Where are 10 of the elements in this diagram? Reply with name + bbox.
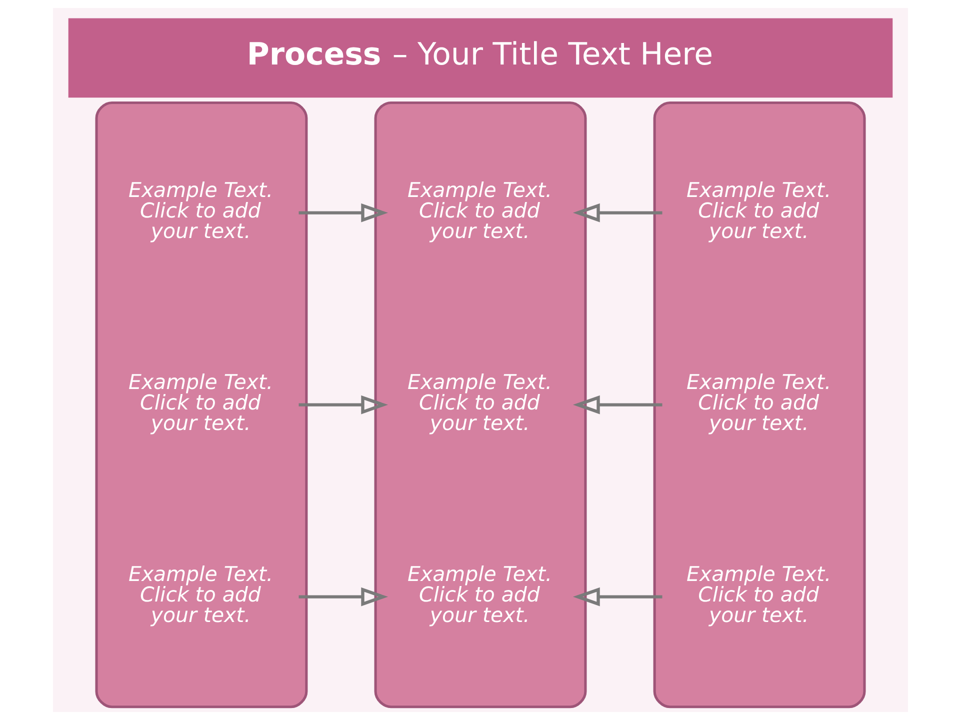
arrow [298, 395, 388, 414]
arrow [572, 203, 662, 222]
arrow [572, 395, 662, 414]
diagram-title: Process – Your Title Text Here [246, 36, 712, 73]
arrow [298, 203, 388, 222]
node-box: Example Text. Click to add your text. Example Text. Click to add your text. Example Text. Click to add your text. [652, 101, 866, 708]
arrow [298, 587, 388, 606]
node-box: Example Text. Click to add your text. Example Text. Click to add your text. Example Text. Click to add your text. [374, 101, 586, 708]
node-box: Example Text. Click to add your text. Example Text. Click to add your text. Example Text. Click to add your text. [94, 101, 308, 708]
arrow [572, 587, 662, 606]
